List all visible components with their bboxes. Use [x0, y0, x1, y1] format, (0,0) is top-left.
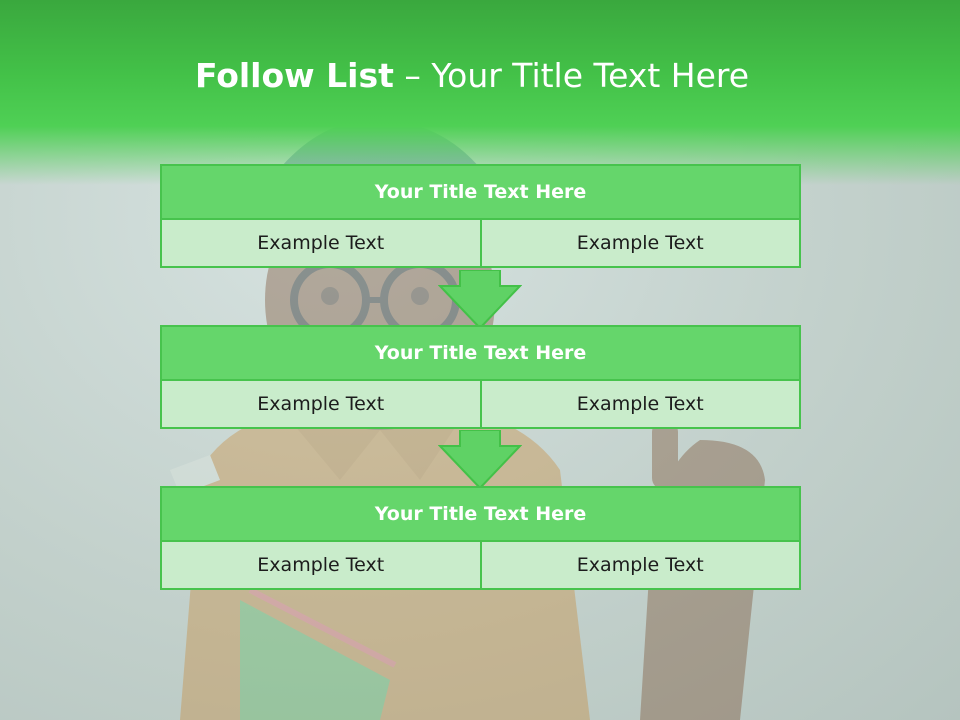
step-cell-right: Example Text	[479, 218, 801, 268]
step-title: Your Title Text Here	[160, 486, 801, 542]
slide-title-rest: – Your Title Text Here	[393, 56, 750, 95]
down-arrow-icon	[438, 430, 522, 490]
step-title: Your Title Text Here	[160, 325, 801, 381]
step-block-2: Your Title Text Here Example Text Exampl…	[160, 325, 801, 429]
step-block-3: Your Title Text Here Example Text Exampl…	[160, 486, 801, 590]
step-cell-left: Example Text	[160, 540, 482, 590]
slide-title: Follow List – Your Title Text Here	[0, 52, 944, 100]
slide-title-bold: Follow List	[194, 56, 394, 95]
down-arrow-icon	[438, 270, 522, 330]
step-title: Your Title Text Here	[160, 164, 801, 220]
step-row: Example Text Example Text	[160, 218, 801, 268]
step-row: Example Text Example Text	[160, 540, 801, 590]
step-cell-left: Example Text	[160, 379, 482, 429]
step-cell-right: Example Text	[479, 379, 801, 429]
step-block-1: Your Title Text Here Example Text Exampl…	[160, 164, 801, 268]
step-cell-left: Example Text	[160, 218, 482, 268]
header-band	[0, 0, 960, 185]
step-cell-right: Example Text	[479, 540, 801, 590]
step-row: Example Text Example Text	[160, 379, 801, 429]
